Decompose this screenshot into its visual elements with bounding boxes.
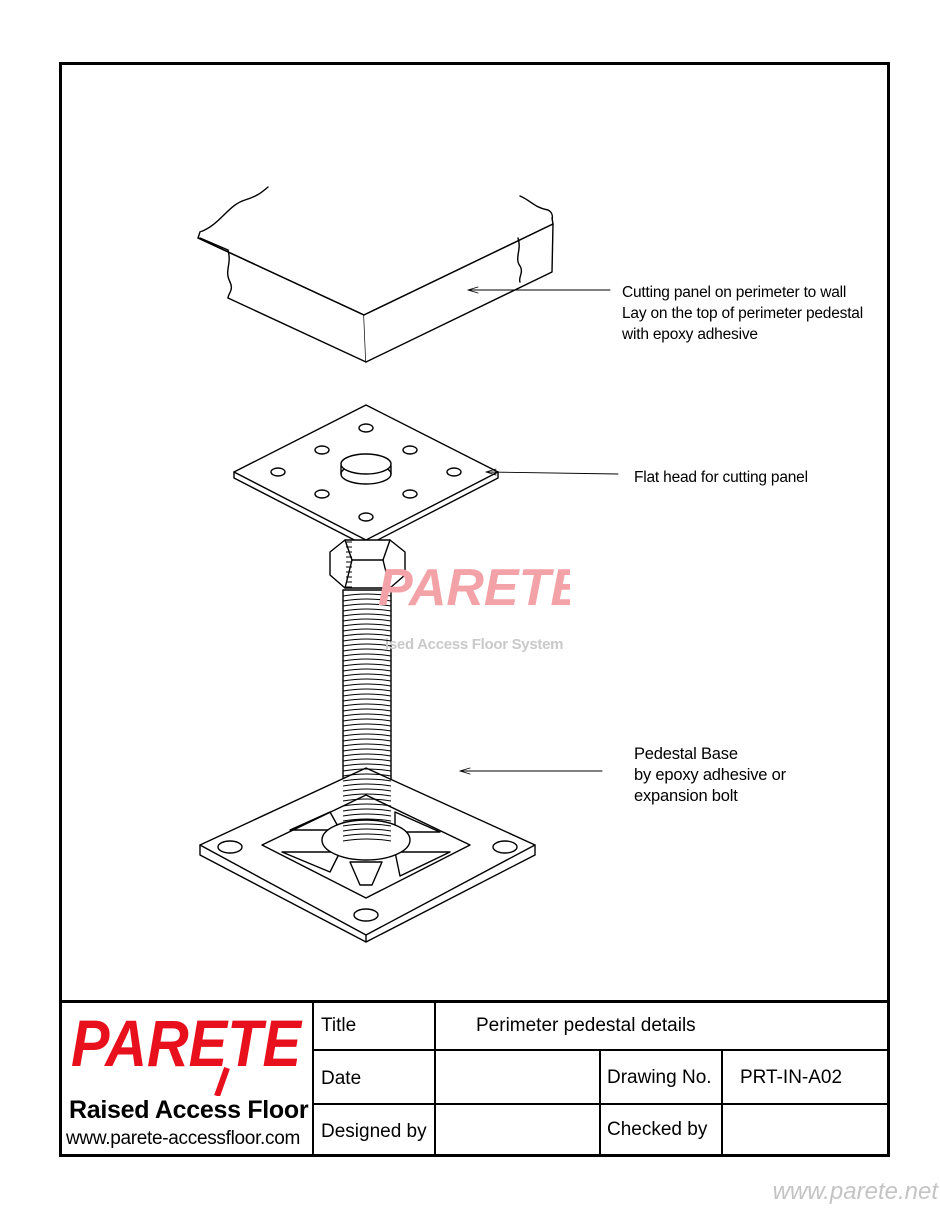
divider (312, 1049, 890, 1051)
title-block-top-border (59, 1000, 890, 1003)
leader-lines (459, 286, 619, 775)
title-block: PARETE Raised Access Floor www.parete-ac… (59, 1000, 890, 1157)
callout-flat-head: Flat head for cutting panel (634, 467, 808, 488)
pedestal-base (199, 767, 536, 943)
drawing-sheet-border (59, 62, 890, 1157)
callout-line: Pedestal Base (634, 745, 738, 763)
title-value: Perimeter pedestal details (476, 1015, 696, 1036)
callout-line: by epoxy adhesive or (634, 766, 786, 784)
checked-by-label: Checked by (607, 1118, 708, 1140)
watermark-subtitle: ised Access Floor System (385, 636, 564, 653)
callout-line: Flat head for cutting panel (634, 469, 808, 486)
callout-pedestal-base: Pedestal Base by epoxy adhesive or expan… (634, 744, 786, 807)
cutting-panel (197, 186, 554, 363)
drawing-no-label: Drawing No. (607, 1067, 712, 1088)
flat-head (233, 404, 499, 547)
callout-line: Lay on the top of perimeter pedestal (622, 305, 863, 322)
date-label: Date (321, 1068, 362, 1089)
brand-url: www.parete-accessfloor.com (66, 1128, 301, 1149)
brand-name: Raised Access Floor (69, 1096, 309, 1124)
callout-line: expansion bolt (634, 787, 738, 805)
footer-url: www.parete.net (772, 1178, 938, 1205)
callout-line: with epoxy adhesive (622, 326, 758, 343)
callout-line: Cutting panel on perimeter to wall (622, 284, 847, 301)
divider (434, 1000, 436, 1157)
watermark-logo-text: PARETE (378, 559, 570, 617)
brand-logo-area: PARETE Raised Access Floor www.parete-ac… (59, 1000, 314, 1157)
brand-logo: PARETE (71, 1006, 303, 1096)
designed-by-label: Designed by (321, 1120, 427, 1142)
pedestal-drawing (197, 186, 619, 943)
divider (312, 1103, 890, 1105)
watermark-logo: PARETE (378, 559, 570, 617)
brand-logo-text: PARETE (71, 1006, 303, 1080)
drawing-no-value: PRT-IN-A02 (740, 1067, 843, 1088)
divider (312, 1000, 314, 1157)
title-label: Title (321, 1015, 357, 1036)
callout-cutting-panel: Cutting panel on perimeter to wall Lay o… (622, 282, 863, 345)
